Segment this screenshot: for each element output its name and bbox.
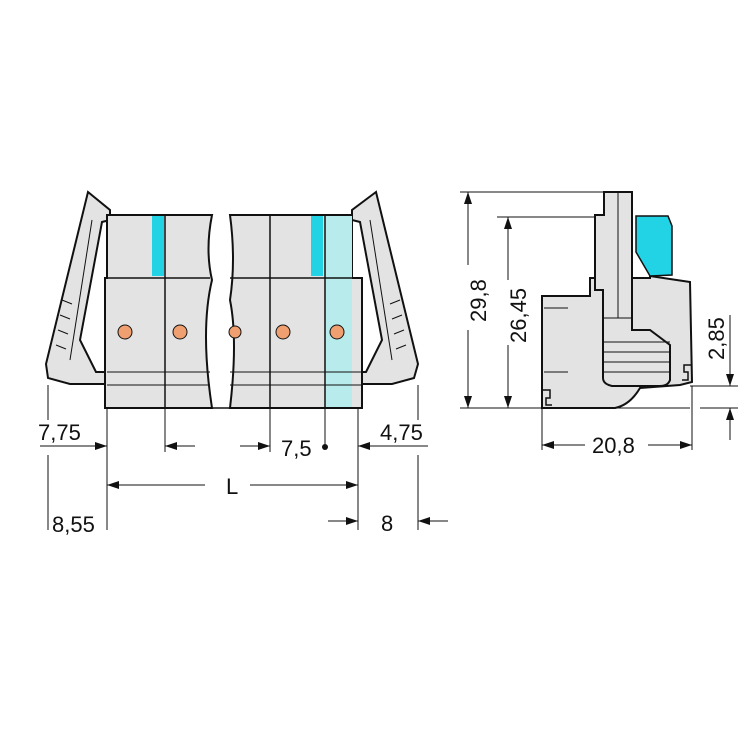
- dim-base-offset: 2,85: [704, 317, 729, 360]
- contact-icon: [228, 325, 242, 339]
- release-button[interactable]: [311, 216, 323, 276]
- side-release-button[interactable]: [635, 215, 673, 277]
- marker-housing: [325, 216, 352, 407]
- contact-icon: [117, 324, 133, 340]
- side-view: [541, 191, 694, 409]
- dim-pitch: 7,5: [281, 436, 312, 461]
- dim-body-height: 26,45: [506, 288, 531, 343]
- dim-total-height: 29,8: [466, 279, 491, 322]
- release-button[interactable]: [152, 216, 164, 276]
- dim-right-offset-lower: 8: [381, 511, 393, 536]
- dim-right-offset-upper: 4,75: [380, 420, 423, 445]
- dim-overall-length: L: [226, 474, 238, 499]
- dim-left-offset-lower: 8,55: [52, 512, 95, 537]
- dim-depth: 20,8: [592, 433, 635, 458]
- contact-icon: [329, 324, 345, 340]
- pitch-reference-dot: [322, 444, 328, 450]
- contact-icon: [275, 324, 291, 340]
- dim-left-offset-upper: 7,75: [38, 420, 81, 445]
- left-locking-latch: [44, 190, 111, 385]
- contact-icon: [172, 324, 188, 340]
